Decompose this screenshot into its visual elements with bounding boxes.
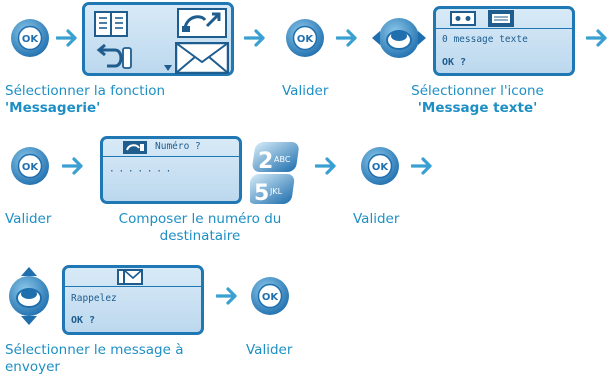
navigator-up-down-icon [7, 266, 51, 326]
phone-forward-icon [177, 8, 227, 38]
caption-line: Composer le numéro du [118, 211, 282, 227]
svg-text:OK: OK [22, 34, 40, 45]
screen-line: 0 message texte [442, 34, 528, 45]
envelope-icon [175, 42, 229, 74]
directory-icon [93, 10, 129, 38]
caption-line: envoyer [5, 359, 60, 375]
arrow-right-icon [56, 29, 78, 47]
caption-validate: Valider [282, 83, 329, 99]
svg-text:OK: OK [22, 162, 40, 173]
menu-icons-screen [82, 2, 234, 76]
ok-button-icon: OK [10, 18, 50, 58]
screen-ok-prompt: OK ? [442, 57, 467, 68]
svg-text:OK: OK [372, 162, 390, 173]
arrow-right-icon [62, 157, 84, 175]
message-select-screen: Rappelez OK ? [62, 265, 204, 335]
caption-line-bold: 'Message texte' [417, 100, 538, 116]
arrow-right-icon [244, 29, 266, 47]
caption-select-icon: Sélectionner l'icone 'Message texte' [395, 83, 560, 117]
ok-button-icon: OK [360, 146, 400, 186]
ok-button-icon: OK [250, 276, 290, 316]
svg-text:OK: OK [297, 34, 315, 45]
caption-line: Sélectionner la fonction [5, 83, 166, 99]
arrow-right-icon [586, 29, 608, 47]
caption-line: destinataire [159, 228, 241, 244]
voicemail-icon [450, 11, 476, 26]
svg-text:2: 2 [258, 149, 273, 174]
text-message-icon [117, 269, 143, 285]
ok-button-icon: OK [10, 146, 50, 186]
caption-validate: Valider [5, 211, 52, 227]
message-preview: Rappelez [71, 293, 117, 304]
svg-text:ABC: ABC [274, 155, 291, 164]
navigator-left-right-icon [370, 16, 428, 60]
scroll-down-indicator-icon [164, 65, 172, 71]
arrow-right-icon [411, 157, 433, 175]
screen-header: Numéro ? [155, 141, 201, 152]
ok-button-icon: OK [285, 18, 325, 58]
message-text-screen: 0 message texte OK ? [433, 6, 575, 76]
svg-text:5: 5 [254, 181, 269, 206]
caption-line-bold: 'Messagerie' [5, 100, 101, 116]
caption-line: Sélectionner l'icone [411, 83, 544, 99]
screen-ok-prompt: OK ? [71, 315, 96, 326]
arrow-right-icon [216, 287, 238, 305]
caption-compose-number: Composer le numéro du destinataire [100, 211, 300, 245]
caption-select-message: Sélectionner le message à envoyer [5, 342, 184, 376]
svg-text:JKL: JKL [269, 187, 283, 196]
keypad-keys-icon: 2 ABC 5 JKL [250, 140, 300, 206]
arrow-right-icon [315, 157, 337, 175]
arrow-right-icon [336, 29, 358, 47]
number-entry-screen: Numéro ? · · · · · · · [100, 136, 242, 204]
caption-line: Sélectionner le message à [5, 342, 184, 358]
directory-phone-icon [123, 141, 147, 154]
text-message-icon [488, 10, 514, 27]
redial-icon [95, 42, 135, 72]
svg-text:OK: OK [262, 292, 280, 303]
caption-validate: Valider [353, 211, 400, 227]
caption-validate: Valider [246, 342, 293, 358]
caption-select-function: Sélectionner la fonction 'Messagerie' [5, 83, 165, 117]
number-placeholder-dots: · · · · · · · [109, 166, 171, 177]
